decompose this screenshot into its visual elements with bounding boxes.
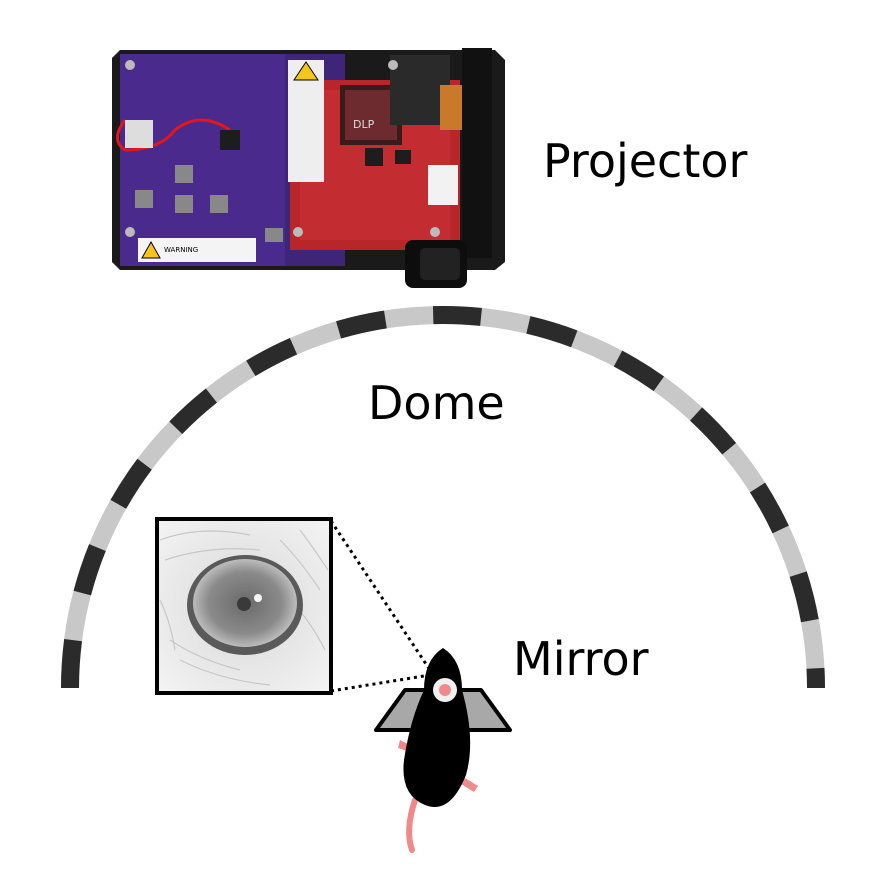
connector-white bbox=[428, 165, 458, 205]
head-marker-inner bbox=[439, 684, 451, 696]
dome-label: Dome bbox=[368, 376, 505, 430]
leader-lines bbox=[329, 520, 432, 693]
mirror-label: Mirror bbox=[513, 632, 649, 686]
eye-closeup bbox=[155, 517, 333, 695]
projector-image: DLP WARNING bbox=[112, 48, 505, 288]
side-rail bbox=[462, 48, 492, 258]
mouse-tail bbox=[406, 797, 418, 853]
pcb-buttons bbox=[135, 165, 283, 242]
ic-chips bbox=[220, 130, 411, 166]
mounting-holes bbox=[125, 60, 440, 237]
mouse-icon bbox=[374, 648, 512, 853]
pupil bbox=[237, 597, 251, 611]
white-box bbox=[125, 120, 153, 148]
eye-reflection bbox=[254, 594, 262, 602]
mouse-body bbox=[403, 648, 471, 807]
warning-text: WARNING bbox=[164, 246, 198, 254]
red-wire bbox=[116, 118, 231, 152]
dlp-chip-text: DLP bbox=[353, 118, 375, 131]
projector-label: Projector bbox=[543, 134, 748, 188]
pcb-main bbox=[120, 54, 290, 266]
dome-arc bbox=[61, 306, 825, 689]
